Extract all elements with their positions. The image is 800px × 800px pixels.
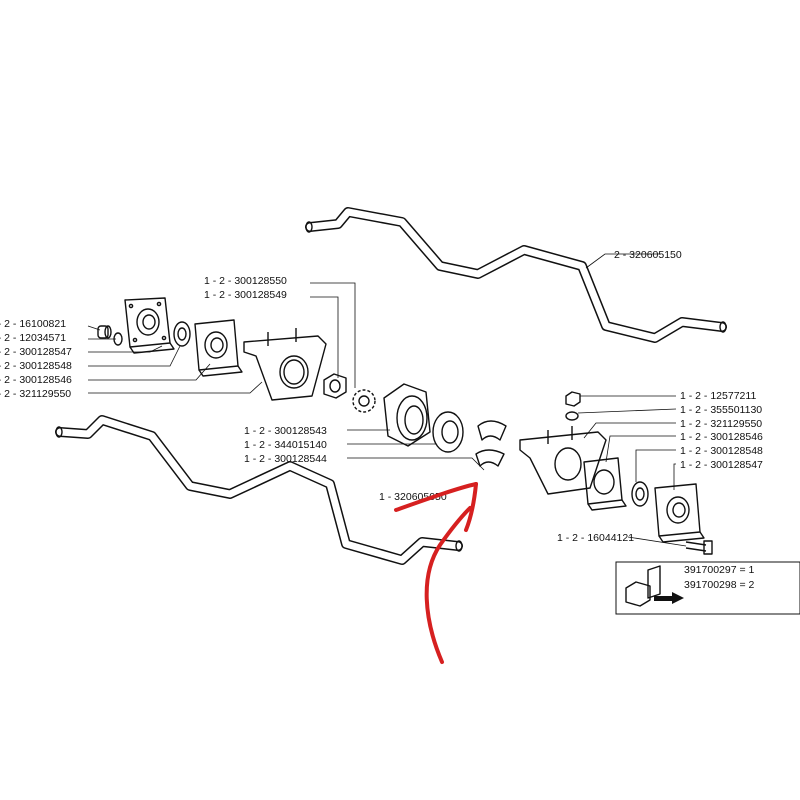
label-344015140: 1 - 2 - 344015140	[244, 439, 327, 451]
right-seal-ring	[631, 481, 649, 507]
bushing-housing	[383, 383, 431, 447]
label-300128543: 1 - 2 - 300128543	[244, 425, 327, 437]
hand-drawn-arrow-icon	[394, 482, 478, 664]
bolt	[685, 540, 713, 555]
label-upper-bar: 2 - 320605150	[614, 249, 682, 261]
lower-stabilizer-bar	[55, 415, 463, 565]
label-16100821: 1 - 2 - 16100821	[0, 318, 66, 330]
hex-nut	[323, 373, 347, 399]
right-washer	[565, 411, 579, 421]
label-right-300128548: 1 - 2 - 300128548	[680, 445, 763, 457]
label-left-300128547: 1 - 2 - 300128547	[0, 346, 72, 358]
leader-lines	[87, 253, 687, 547]
label-300128550: 1 - 2 - 300128550	[204, 275, 287, 287]
inset-line-1: 391700297 = 1	[684, 564, 755, 576]
label-right-300128547: 1 - 2 - 300128547	[680, 459, 763, 471]
right-nut	[565, 391, 581, 407]
left-mounting-bracket	[243, 328, 327, 401]
inset-box: 391700297 = 1 391700298 = 2	[615, 561, 800, 615]
toothed-washer	[352, 389, 376, 413]
right-mounting-bracket	[519, 426, 607, 495]
label-left-300128548: 1 - 2 - 300128548	[0, 360, 72, 372]
rubber-bush	[432, 411, 464, 453]
label-12577211: 1 - 2 - 12577211	[680, 390, 756, 402]
label-300128544: 1 - 2 - 300128544	[244, 453, 327, 465]
right-flange-plate	[654, 483, 705, 543]
right-cover-plate	[583, 457, 627, 511]
half-shell-lower	[475, 449, 505, 467]
left-flange-plate	[124, 297, 175, 354]
label-left-321129550: 1 - 2 - 321129550	[0, 388, 71, 400]
upper-stabilizer-bar	[305, 207, 727, 343]
label-16044121: 1 - 2 - 16044121	[557, 532, 634, 544]
inset-line-2: 391700298 = 2	[684, 579, 755, 591]
label-12034571: 1 - 2 - 12034571	[0, 332, 66, 344]
small-bush	[97, 325, 112, 339]
left-cover-plate	[194, 319, 243, 377]
label-300128549: 1 - 2 - 300128549	[204, 289, 287, 301]
label-right-321129550: 1 - 2 - 321129550	[680, 418, 762, 430]
label-355501130: 1 - 2 - 355501130	[680, 404, 762, 416]
label-right-300128546: 1 - 2 - 300128546	[680, 431, 763, 443]
left-seal-ring	[173, 321, 191, 347]
half-shell-upper	[477, 420, 507, 441]
label-left-300128546: 1 - 2 - 300128546	[0, 374, 72, 386]
inset-part-icon	[625, 565, 684, 607]
